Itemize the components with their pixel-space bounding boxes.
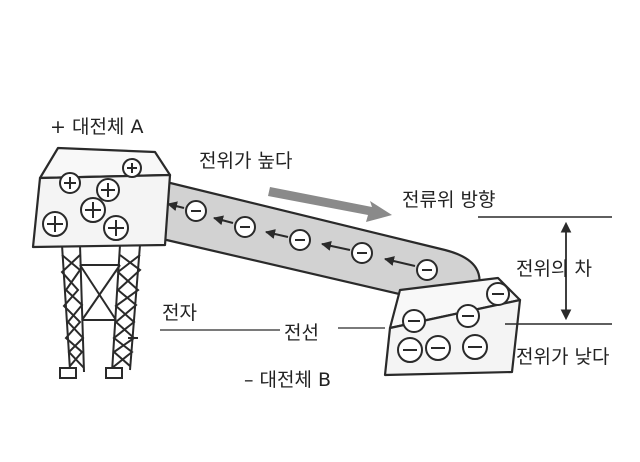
negative-charge <box>462 334 488 360</box>
low-potential-label: 전위가 낮다 <box>516 346 610 368</box>
positive-charge <box>59 172 81 194</box>
electron-particle <box>185 200 207 222</box>
high-potential-label: 전위가 높다 <box>199 150 293 172</box>
negative-charge <box>486 282 510 306</box>
electron-particle <box>289 229 311 251</box>
electron-motion-arrows <box>167 201 416 267</box>
positive-charge <box>96 178 120 202</box>
conductor-b-label: – 대전체 B <box>244 369 332 391</box>
electron-particle <box>234 216 256 238</box>
positive-charge <box>80 197 106 223</box>
negative-charge <box>456 304 480 328</box>
wire-label: 전선 <box>284 322 319 344</box>
lattice-tower <box>59 244 142 379</box>
electron-particle <box>416 259 438 281</box>
electrons-in-wire <box>185 200 438 281</box>
electron-particle <box>351 242 373 264</box>
leader-lines <box>160 327 385 331</box>
positive-charge <box>103 215 129 241</box>
negative-charge <box>425 335 451 361</box>
negative-charge <box>402 309 426 333</box>
electron-label: 전자 <box>162 302 197 324</box>
positive-charge <box>122 158 142 178</box>
current-direction-arrow <box>268 187 392 222</box>
negative-charges-b <box>397 282 510 363</box>
negative-charge <box>397 337 423 363</box>
potential-difference-label: 전위의 차 <box>516 258 592 280</box>
potential-difference-indicator <box>478 216 612 325</box>
positive-charges <box>42 158 142 241</box>
current-direction-label: 전류위 방향 <box>402 189 496 211</box>
positive-charge <box>42 211 68 237</box>
conductor-a-label: + 대전체 A <box>50 116 144 138</box>
